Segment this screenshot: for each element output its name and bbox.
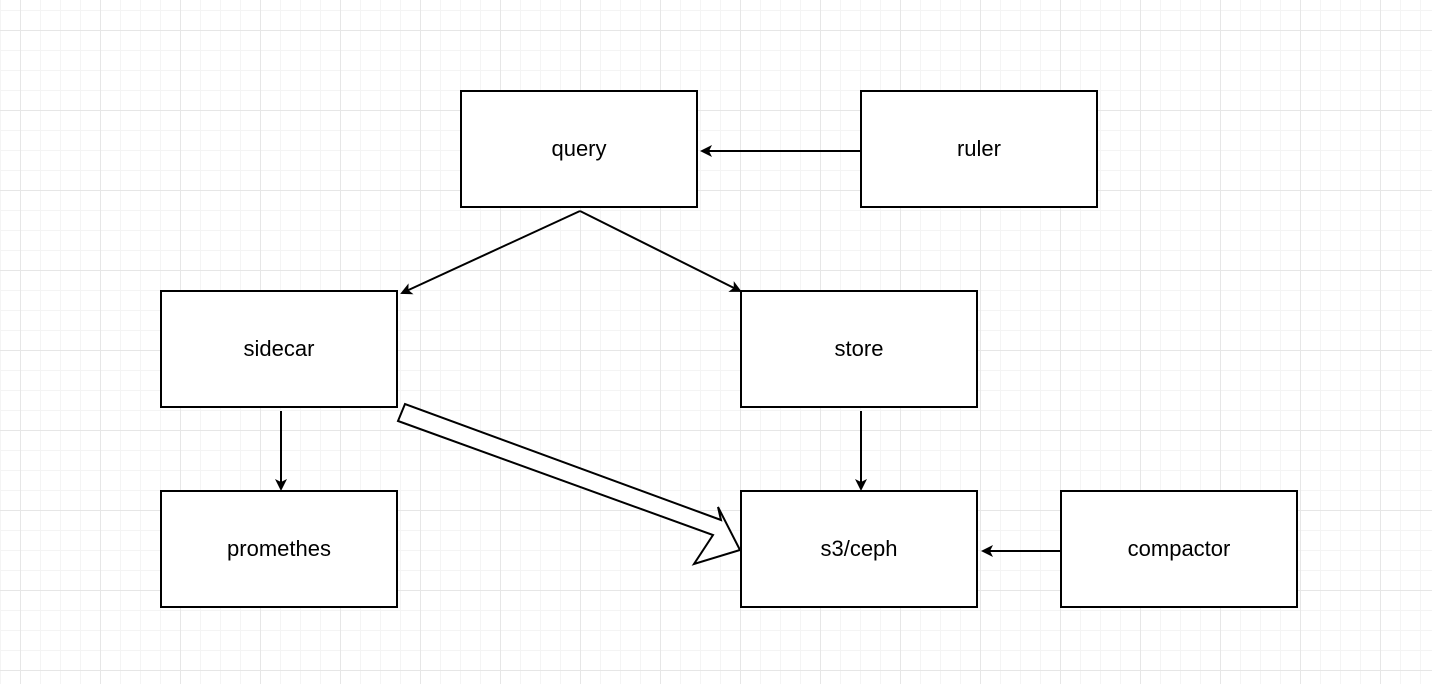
node-compactor[interactable]: compactor xyxy=(1060,490,1298,608)
node-s3ceph-label: s3/ceph xyxy=(820,536,898,561)
node-promethes-label: promethes xyxy=(227,536,331,561)
node-sidecar[interactable]: sidecar xyxy=(160,290,398,408)
edge-query-to-store xyxy=(579,210,742,292)
node-query[interactable]: query xyxy=(460,90,698,208)
edge-query-to-sidecar xyxy=(400,210,581,295)
node-query-label: query xyxy=(551,136,607,161)
node-store-label: store xyxy=(834,336,884,361)
node-compactor-label: compactor xyxy=(1127,536,1231,561)
edge-sidecar-to-s3ceph-block-arrow xyxy=(396,402,742,566)
node-store[interactable]: store xyxy=(740,290,978,408)
node-s3ceph[interactable]: s3/ceph xyxy=(740,490,978,608)
node-ruler[interactable]: ruler xyxy=(860,90,1098,208)
node-promethes[interactable]: promethes xyxy=(160,490,398,608)
node-sidecar-label: sidecar xyxy=(243,336,315,361)
node-ruler-label: ruler xyxy=(956,136,1001,161)
